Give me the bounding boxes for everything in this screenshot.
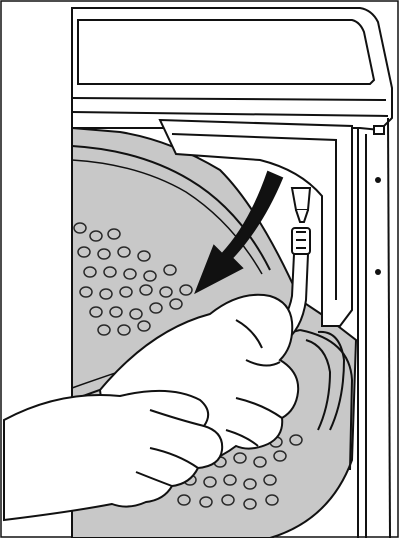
drum-hole: [138, 321, 150, 331]
drum-hole: [204, 477, 216, 487]
drum-hole: [170, 299, 182, 309]
drum-hole: [108, 229, 120, 239]
hose-fitting-icon: [292, 188, 310, 222]
drum-hole: [100, 289, 112, 299]
drum-hole: [98, 249, 110, 259]
drum-hole: [224, 475, 236, 485]
drum-hole: [144, 271, 156, 281]
drum-hole: [74, 223, 86, 233]
drum-hole: [90, 231, 102, 241]
drum-hole: [84, 267, 96, 277]
drum-hole: [110, 307, 122, 317]
drum-hole: [118, 247, 130, 257]
drum-hole: [90, 307, 102, 317]
drum-hole: [266, 495, 278, 505]
drum-hole: [244, 479, 256, 489]
drum-hole: [222, 495, 234, 505]
drum-hole: [180, 285, 192, 295]
drum-hole: [98, 325, 110, 335]
drum-hole: [274, 451, 286, 461]
drum-hole: [254, 457, 266, 467]
drum-hole: [130, 309, 142, 319]
drum-hole: [80, 287, 92, 297]
drum-hole: [160, 287, 172, 297]
drum-hole: [244, 499, 256, 509]
drum-hole: [200, 497, 212, 507]
drum-hole: [150, 303, 162, 313]
drum-hole: [124, 269, 136, 279]
drum-hole: [234, 453, 246, 463]
drum-hole: [290, 435, 302, 445]
drum-hole: [104, 267, 116, 277]
drum-hole: [78, 247, 90, 257]
drum-hole: [264, 475, 276, 485]
drum-hole: [178, 495, 190, 505]
drum-hole: [164, 265, 176, 275]
drum-hole: [118, 325, 130, 335]
drum-hole: [138, 251, 150, 261]
drum-hole: [120, 287, 132, 297]
drum-hole: [140, 285, 152, 295]
